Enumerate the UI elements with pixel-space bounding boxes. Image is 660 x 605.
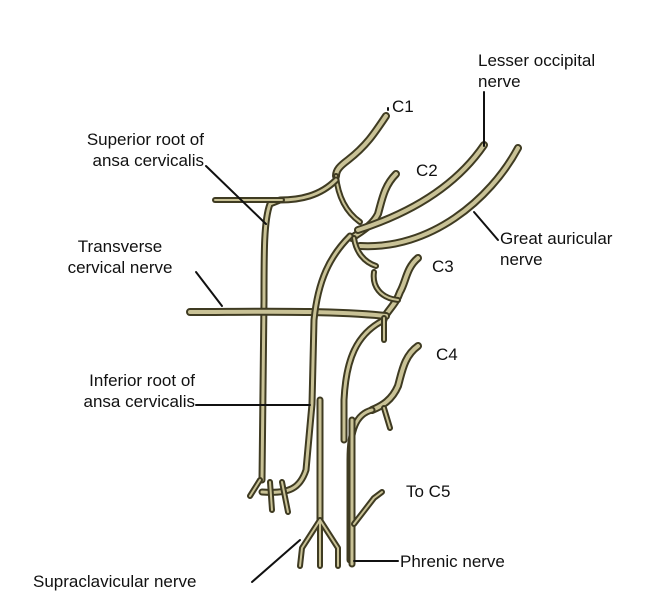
transverse-cervical-nerve — [186, 307, 390, 320]
lesser-occipital-nerve — [354, 141, 488, 234]
c4-root — [368, 342, 422, 414]
label-c3: C3 — [432, 257, 454, 276]
leader-great-auricular — [473, 211, 499, 241]
c3-loop — [370, 269, 401, 303]
superior-root-ansa-cervicalis — [258, 176, 340, 484]
c1-root — [332, 112, 390, 180]
label-c4: C4 — [436, 345, 458, 364]
leader-transverse-cervical — [195, 271, 223, 307]
label-transverse-cervical-nerve: Transverse cervical nerve — [67, 237, 173, 277]
label-inferior-root-ansa-cervicalis: Inferior root of ansa cervicalis — [83, 371, 196, 411]
ansa-lower-ends — [247, 477, 291, 515]
leader-supraclavicular — [251, 539, 301, 583]
inferior-root-ansa-cervicalis — [258, 232, 354, 496]
label-great-auricular-nerve: Great auricular nerve — [500, 229, 613, 269]
leader-superior-root — [205, 165, 267, 225]
c3-root — [380, 254, 422, 322]
label-to-c5: To C5 — [406, 482, 451, 501]
to-c5-branch — [351, 489, 385, 527]
label-superior-root-ansa-cervicalis: Superior root of ansa cervicalis — [86, 130, 204, 170]
supraclavicular-branches — [297, 517, 341, 569]
c3-descending — [340, 316, 388, 444]
great-auricular-nerve — [356, 144, 522, 251]
label-c2: C2 — [416, 161, 438, 180]
label-lesser-occipital-nerve: Lesser occipital nerve — [478, 51, 596, 91]
label-supraclavicular-nerve: Supraclavicular nerve — [33, 572, 197, 591]
c1-loop-to-c2 — [333, 173, 363, 225]
label-phrenic-nerve: Phrenic nerve — [400, 552, 505, 571]
label-c1: C1 — [392, 97, 414, 116]
c2-c3-loop — [351, 235, 379, 269]
c4-stub — [381, 405, 393, 431]
